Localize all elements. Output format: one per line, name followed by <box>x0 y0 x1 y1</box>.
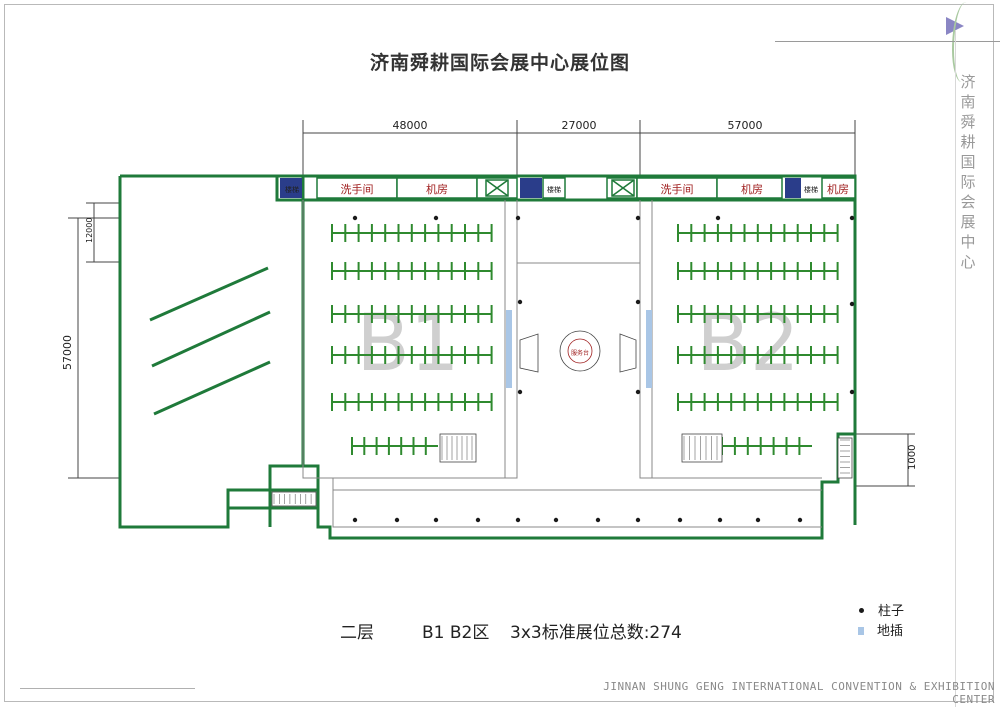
service-desk-label: 服务台 <box>571 349 589 357</box>
pillar <box>715 215 721 221</box>
header-rule <box>775 41 1000 42</box>
pillar <box>717 517 723 523</box>
pillar <box>635 299 641 305</box>
central-stairs <box>519 330 637 373</box>
dim-top-2: 27000 <box>562 119 597 132</box>
pillar <box>635 517 641 523</box>
pillar <box>635 389 641 395</box>
stair-treads <box>273 436 850 504</box>
floor-sockets <box>506 310 652 388</box>
pillar <box>849 389 855 395</box>
pillar <box>849 215 855 221</box>
pillar <box>515 517 521 523</box>
ramp-lines <box>149 266 271 416</box>
pillar <box>352 517 358 523</box>
pillar <box>433 517 439 523</box>
booth-rows <box>331 224 839 455</box>
booth-count: 3x3标准展位总数:274 <box>510 623 682 643</box>
washroom-label-right: 洗手间 <box>661 182 694 196</box>
dim-left-total: 57000 <box>61 335 74 370</box>
pillar <box>635 215 641 221</box>
machine-room-label-far: 机房 <box>827 182 849 196</box>
pillar <box>677 517 683 523</box>
footer-text: JINNAN SHUNG GENG INTERNATIONAL CONVENTI… <box>603 680 995 706</box>
stairs-label-mid: 楼梯 <box>547 185 561 194</box>
legend-socket: 地插 <box>852 620 903 639</box>
corner-leaf-decoration <box>952 2 976 82</box>
page-border <box>4 4 994 702</box>
pillar <box>755 517 761 523</box>
right-dimension <box>855 433 915 487</box>
pillar <box>553 517 559 523</box>
pillar-dot-icon <box>859 608 864 613</box>
zone-summary: B1 B2区 <box>422 623 490 643</box>
dim-left-small: 12000 <box>85 218 94 243</box>
left-dimensions <box>68 202 120 479</box>
pillar <box>849 301 855 307</box>
dim-top-3: 57000 <box>728 119 763 132</box>
socket-swatch-icon <box>858 626 864 635</box>
pillar <box>517 389 523 395</box>
pillar <box>352 215 358 221</box>
pillar <box>517 299 523 305</box>
hall-outline <box>302 200 822 528</box>
legend-pillar-label: 柱子 <box>878 604 905 619</box>
stair-hatches <box>280 178 801 198</box>
pillar <box>595 517 601 523</box>
machine-room-label-right: 机房 <box>741 182 763 196</box>
pillars <box>352 215 855 523</box>
crossed-boxes <box>485 179 635 197</box>
legend-pillar: 柱子 <box>852 600 904 619</box>
dim-right-small: 1000 <box>907 445 918 470</box>
legend-socket-label: 地插 <box>877 624 904 639</box>
pillar <box>515 215 521 221</box>
page-title: 济南舜耕国际会展中心展位图 <box>369 52 630 74</box>
service-rooms <box>316 177 856 199</box>
stairs-label-left: 楼梯 <box>285 185 299 194</box>
top-dimensions <box>302 120 856 175</box>
lower-stairs <box>271 433 853 507</box>
footer-rule-left <box>20 688 195 689</box>
side-title: 济南舜耕国际会展中心 <box>960 73 976 271</box>
dim-top-1: 48000 <box>393 119 428 132</box>
pillar <box>475 517 481 523</box>
floor-label: 二层 <box>340 623 374 643</box>
pillar <box>394 517 400 523</box>
side-rule <box>955 30 956 707</box>
stairs-label-right: 楼梯 <box>804 185 818 194</box>
pillar <box>433 215 439 221</box>
machine-room-label-left: 机房 <box>426 182 448 196</box>
pillar <box>797 517 803 523</box>
washroom-label-left: 洗手间 <box>341 182 374 196</box>
